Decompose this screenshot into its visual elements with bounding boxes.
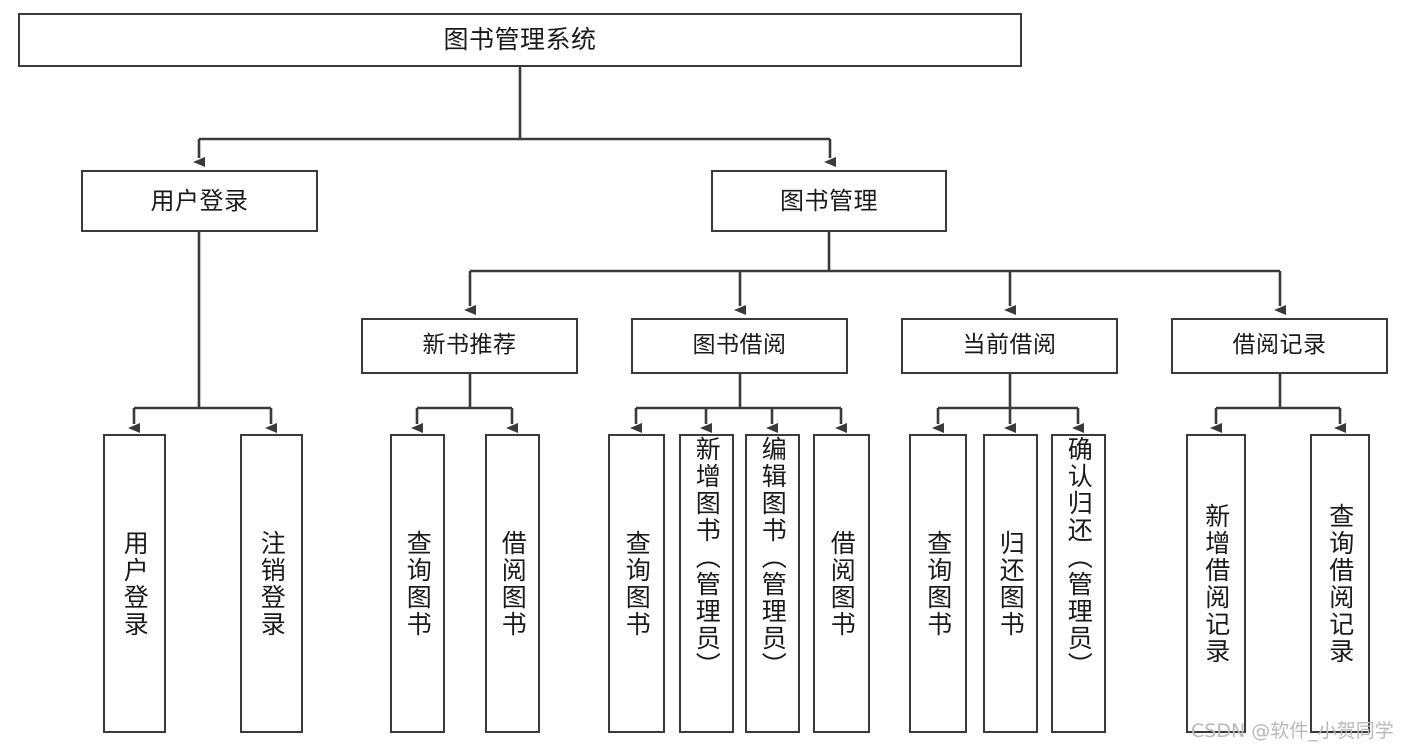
node-new-book-recommend-label: 新书推荐	[422, 332, 517, 359]
leaf-query-book-borrow-label: 查询图书	[622, 529, 652, 638]
leaf-confirm-return-admin-label: 确认归还（管理员）	[1064, 436, 1094, 679]
leaf-edit-book-admin[interactable]: 编辑图书（管理员）	[745, 434, 800, 733]
node-root[interactable]: 图书管理系统	[18, 13, 1022, 67]
leaf-add-book-admin-label: 新增图书（管理员）	[692, 436, 722, 679]
node-user-login-label: 用户登录	[150, 186, 249, 215]
leaf-borrow-book-rec[interactable]: 借阅图书	[485, 434, 540, 733]
leaf-return-book[interactable]: 归还图书	[983, 434, 1038, 733]
leaf-query-borrow-record-label: 查询借阅记录	[1325, 502, 1355, 665]
node-book-borrow[interactable]: 图书借阅	[631, 318, 848, 374]
leaf-query-book-rec-label: 查询图书	[403, 529, 433, 638]
node-user-login[interactable]: 用户登录	[81, 170, 318, 232]
node-borrow-record-label: 借阅记录	[1232, 332, 1327, 359]
node-current-borrow[interactable]: 当前借阅	[901, 318, 1118, 374]
leaf-logout[interactable]: 注销登录	[240, 434, 303, 733]
node-book-borrow-label: 图书借阅	[692, 332, 787, 359]
node-book-management[interactable]: 图书管理	[711, 170, 947, 232]
leaf-query-book-current[interactable]: 查询图书	[909, 434, 967, 733]
node-root-label: 图书管理系统	[443, 25, 597, 55]
leaf-logout-label: 注销登录	[257, 529, 287, 638]
leaf-borrow-book-label: 借阅图书	[827, 529, 857, 638]
node-current-borrow-label: 当前借阅	[962, 332, 1057, 359]
leaf-confirm-return-admin[interactable]: 确认归还（管理员）	[1051, 434, 1106, 733]
leaf-add-borrow-record[interactable]: 新增借阅记录	[1186, 434, 1246, 733]
leaf-user-login-label: 用户登录	[120, 529, 150, 638]
leaf-query-book-borrow[interactable]: 查询图书	[608, 434, 665, 733]
leaf-add-borrow-record-label: 新增借阅记录	[1201, 502, 1231, 665]
node-book-management-label: 图书管理	[780, 186, 878, 215]
leaf-add-book-admin[interactable]: 新增图书（管理员）	[679, 434, 734, 733]
leaf-query-book-current-label: 查询图书	[923, 529, 953, 638]
leaf-query-borrow-record[interactable]: 查询借阅记录	[1310, 434, 1370, 733]
leaf-edit-book-admin-label: 编辑图书（管理员）	[758, 436, 788, 679]
leaf-borrow-book-rec-label: 借阅图书	[498, 529, 528, 638]
leaf-borrow-book[interactable]: 借阅图书	[813, 434, 870, 733]
leaf-return-book-label: 归还图书	[996, 529, 1026, 638]
node-borrow-record[interactable]: 借阅记录	[1171, 318, 1388, 374]
leaf-query-book-rec[interactable]: 查询图书	[390, 434, 445, 733]
leaf-user-login[interactable]: 用户登录	[103, 434, 166, 733]
node-new-book-recommend[interactable]: 新书推荐	[361, 318, 578, 374]
